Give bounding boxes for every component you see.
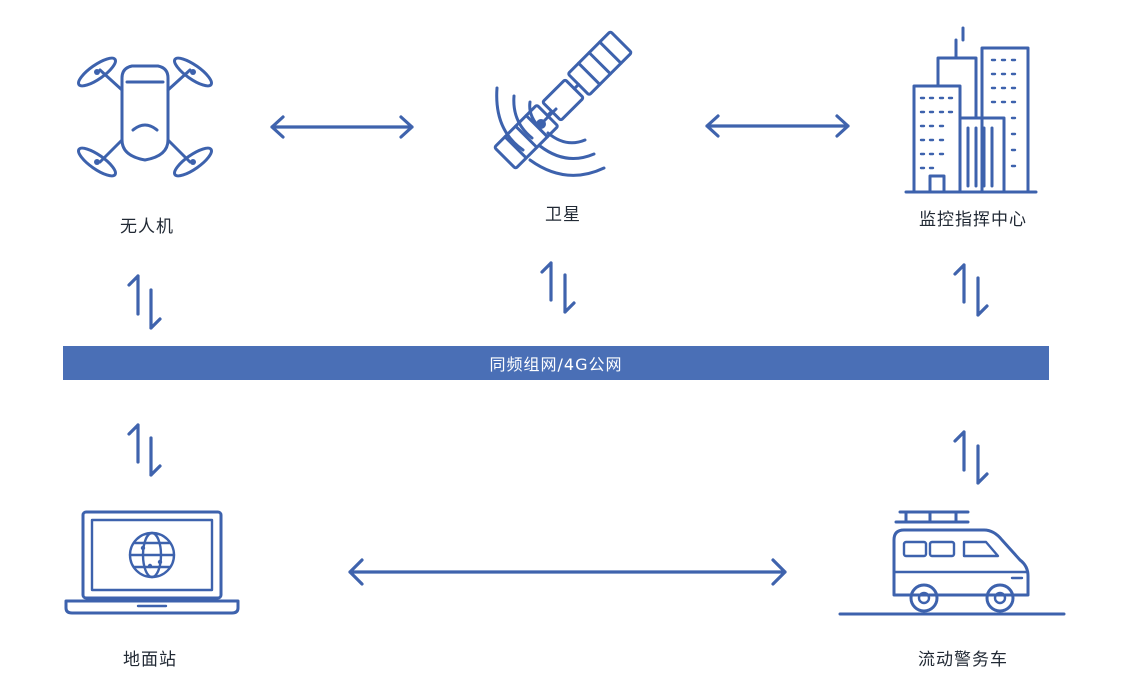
drone-label: 无人机 [120,217,174,237]
arrow-network-van [953,430,989,485]
police-vehicle-label: 流动警务车 [918,650,1008,670]
van-icon [838,510,1066,616]
network-band-label: 同频组网/4G公网 [489,355,623,374]
arrow-network-ground [127,423,162,477]
arrow-satellite-center [705,114,850,138]
command-center-label: 监控指挥中心 [919,210,1027,230]
arrow-drone-satellite [270,115,414,139]
arrow-satellite-network [540,261,576,314]
drone-icon [77,56,213,178]
building-icon [904,26,1038,194]
arrow-drone-network [127,274,162,330]
satellite-icon [493,30,633,177]
ground-station-label: 地面站 [123,650,177,670]
satellite-label: 卫星 [545,205,581,225]
network-band: 同频组网/4G公网 [63,346,1049,380]
arrow-center-network [953,263,989,317]
laptop-icon [64,510,240,615]
arrow-ground-van [348,558,787,586]
